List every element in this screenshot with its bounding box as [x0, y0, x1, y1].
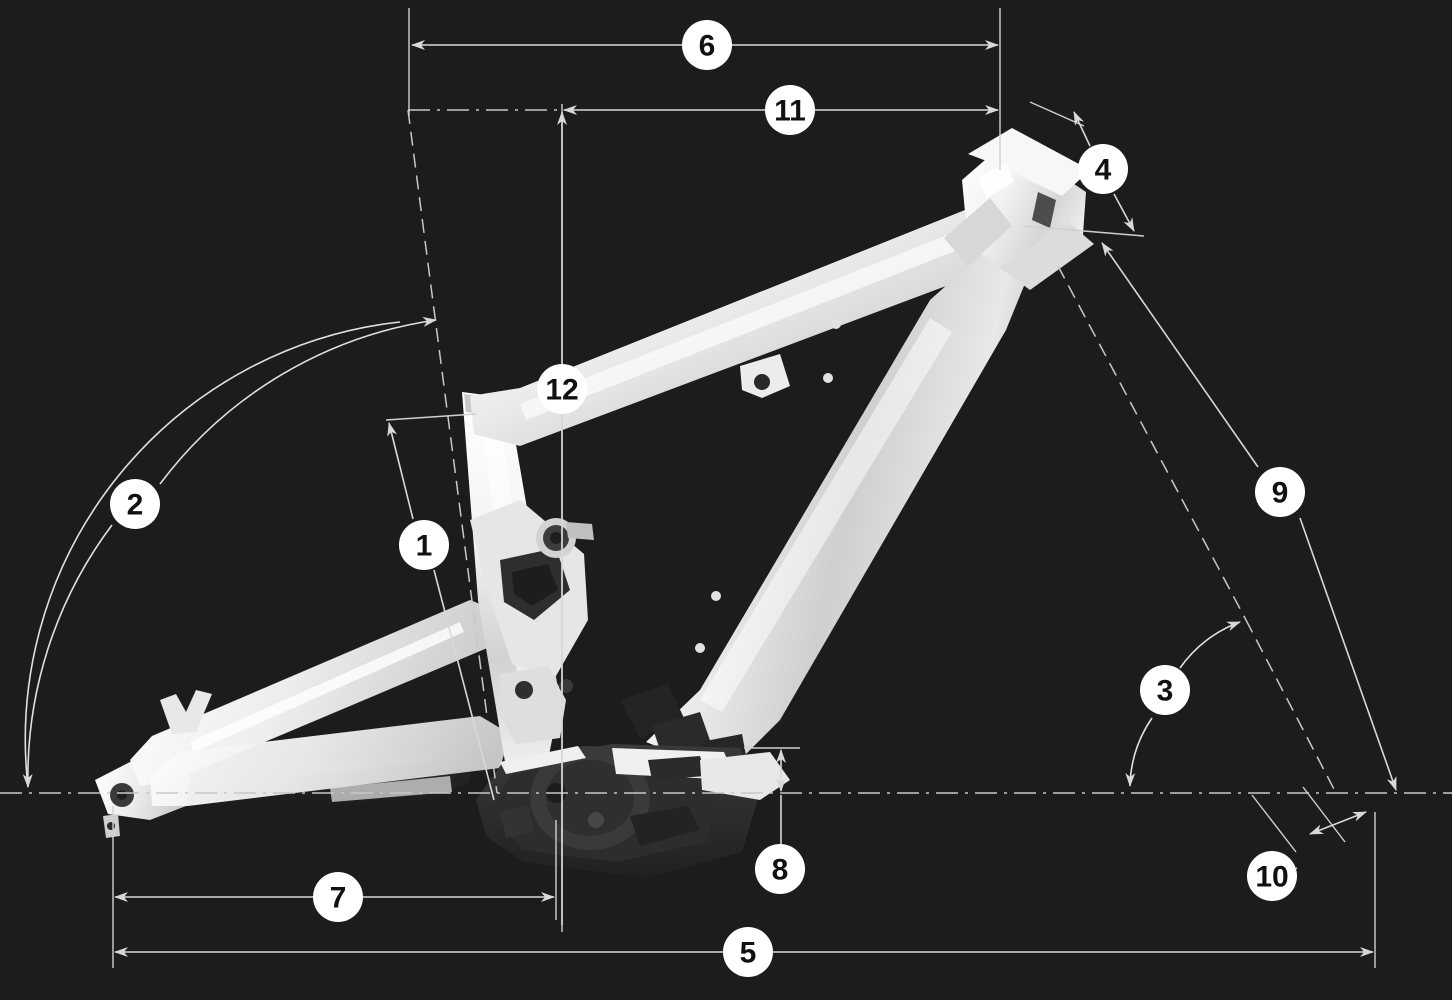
- marker-bottom-bracket-drop[interactable]: 8: [755, 844, 805, 894]
- ext-fork-offset-right: [1251, 794, 1297, 853]
- dim-10-line: [1309, 811, 1367, 835]
- dim-1-lower: [433, 569, 495, 801]
- motor-bolt: [588, 812, 604, 828]
- lower-link: [498, 666, 566, 744]
- marker-chainstay-length[interactable]: 7: [313, 872, 363, 922]
- down-tube-highlight: [700, 318, 952, 712]
- marker-circle-9: [1255, 467, 1305, 517]
- marker-circle-10: [1247, 851, 1297, 901]
- marker-circle-4: [1078, 144, 1128, 194]
- marker-label-1: 1: [416, 530, 433, 563]
- bike-frame-illustration: [95, 128, 1094, 878]
- seat-stay-highlight: [190, 622, 464, 752]
- steerer-axis-upper: [1057, 265, 1247, 621]
- motor-cover: [630, 806, 700, 846]
- lower-link-pivot-2: [559, 679, 573, 693]
- arc-2-lower: [22, 524, 113, 788]
- marker-label-4: 4: [1095, 154, 1112, 187]
- dim-4-upper: [1073, 111, 1091, 147]
- marker-label-3: 3: [1157, 675, 1174, 708]
- marker-top-tube-horizontal[interactable]: 6: [682, 20, 732, 70]
- main-pivot-bolt: [550, 532, 562, 544]
- marker-circle-6: [682, 20, 732, 70]
- top-tube-highlight: [520, 222, 988, 420]
- downtube-bolt-2: [823, 373, 833, 383]
- marker-circle-3: [1140, 665, 1190, 715]
- lower-link-pivot: [515, 681, 533, 699]
- head-tube-bottom-cup: [1000, 222, 1094, 290]
- marker-label-11: 11: [774, 95, 806, 128]
- downtube-bolt-1: [831, 319, 841, 329]
- marker-label-9: 9: [1272, 477, 1289, 510]
- marker-label-6: 6: [699, 30, 716, 63]
- dim-9-lower: [1299, 517, 1397, 791]
- motor-vent: [648, 756, 706, 780]
- cable-port: [754, 374, 770, 390]
- ext-seat-tube-top: [385, 413, 477, 421]
- marker-circle-12: [537, 364, 587, 414]
- arc-2-path: [24, 321, 401, 788]
- downtube-bolt-4: [711, 591, 721, 601]
- marker-label-2: 2: [127, 489, 144, 522]
- arc-3-lower: [1125, 717, 1153, 787]
- motor-top-shell: [500, 746, 586, 774]
- head-tube-top-cup: [968, 128, 1090, 196]
- rear-axle-center: [117, 790, 127, 800]
- marker-fork-length[interactable]: 9: [1255, 467, 1305, 517]
- marker-label-7: 7: [330, 882, 347, 915]
- marker-label-8: 8: [772, 854, 789, 887]
- marker-wheelbase[interactable]: 5: [723, 927, 773, 977]
- marker-circle-5: [723, 927, 773, 977]
- downtube-motor-joint: [700, 752, 790, 800]
- marker-head-tube-length[interactable]: 4: [1078, 144, 1128, 194]
- marker-circle-1: [399, 520, 449, 570]
- motor-circle-inner: [546, 760, 634, 836]
- arc-2-upper: [159, 316, 437, 485]
- dim-1-upper: [387, 422, 414, 520]
- marker-label-5: 5: [740, 937, 757, 970]
- dim-9-upper: [1101, 242, 1259, 468]
- head-tube-port: [1032, 192, 1056, 228]
- reference-lines: [0, 109, 1452, 794]
- chainstay-highlight-2: [330, 776, 452, 802]
- marker-stack[interactable]: 12: [537, 364, 587, 414]
- seat-tube-axis: [407, 109, 498, 794]
- marker-reach[interactable]: 11: [765, 85, 815, 135]
- marker-circle-7: [313, 872, 363, 922]
- ext-head-tube-bottom: [1023, 225, 1145, 237]
- marker-circle-11: [765, 85, 815, 135]
- pivot-plate: [566, 522, 594, 540]
- marker-seat-tube-length[interactable]: 1: [399, 520, 449, 570]
- marker-fork-offset-rake[interactable]: 10: [1247, 851, 1297, 901]
- marker-head-tube-angle[interactable]: 3: [1140, 665, 1190, 715]
- marker-circle-2: [110, 479, 160, 529]
- downtube-bolt-3: [695, 643, 705, 653]
- marker-seat-tube-angle[interactable]: 2: [110, 479, 160, 529]
- brake-mount: [160, 690, 212, 734]
- motor-panel: [500, 806, 534, 838]
- marker-label-10: 10: [1255, 861, 1288, 894]
- head-gusset: [944, 198, 1012, 266]
- head-tube-highlight: [978, 162, 1014, 198]
- chainstay: [150, 716, 510, 806]
- shock-body: [512, 564, 558, 606]
- steerer-axis-lower: [1245, 619, 1337, 794]
- hanger-bolt: [107, 822, 115, 830]
- arc-3-upper: [1179, 621, 1241, 669]
- marker-circle-8: [755, 844, 805, 894]
- dim-4-lower: [1113, 193, 1135, 232]
- marker-label-12: 12: [545, 374, 578, 407]
